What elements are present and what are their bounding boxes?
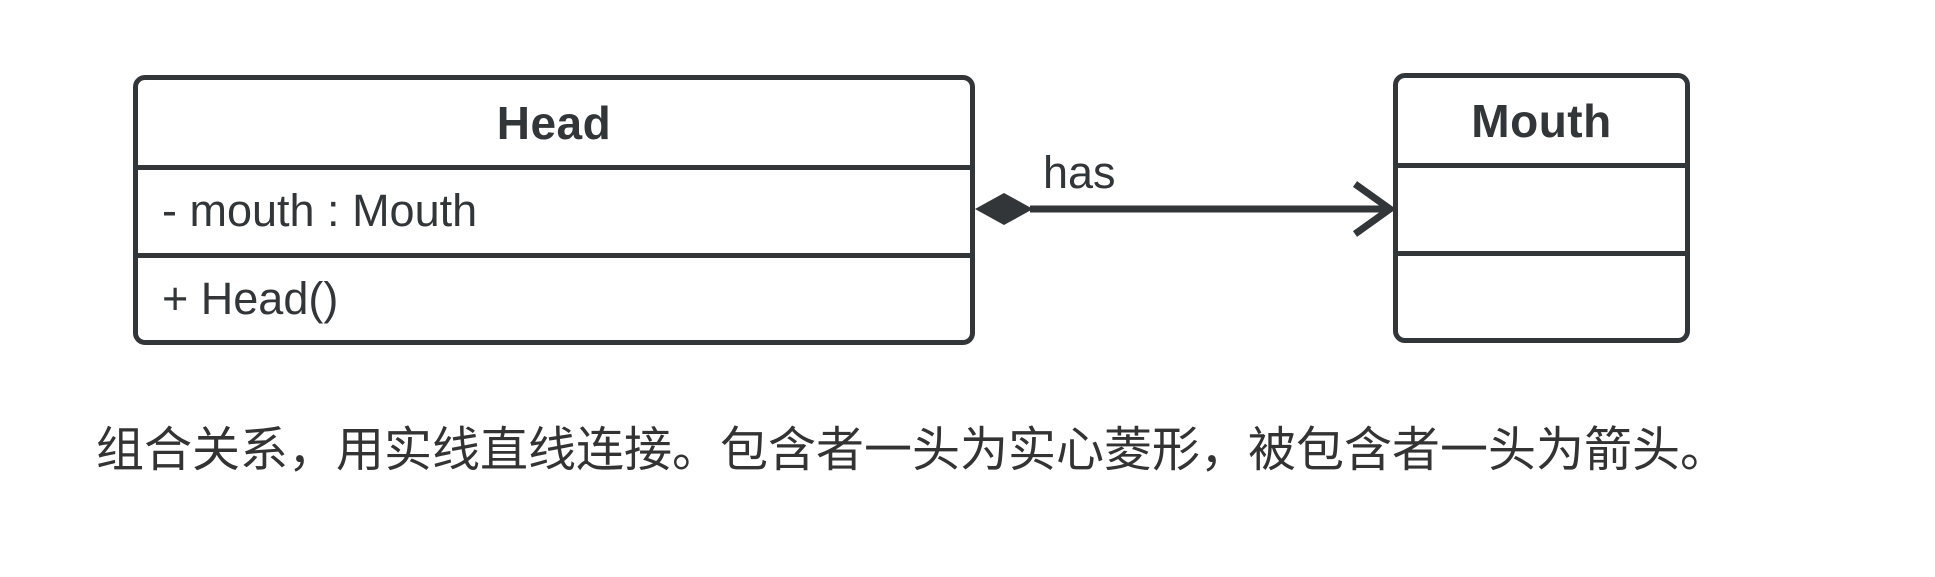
composition-connector: [975, 181, 1397, 237]
caption-text: 组合关系，用实线直线连接。包含者一头为实心菱形，被包含者一头为箭头。: [96, 424, 1729, 477]
class-method: + Head(): [162, 272, 339, 324]
class-attributes-compartment-head: - mouth : Mouth: [138, 165, 970, 253]
class-title-head: Head: [496, 96, 612, 149]
class-attribute: - mouth : Mouth: [162, 185, 478, 237]
class-attributes-compartment-mouth: [1398, 163, 1685, 251]
arrowhead-icon: [1352, 181, 1397, 237]
class-methods-compartment-head: + Head(): [138, 252, 970, 341]
relationship-label: has: [1043, 147, 1116, 198]
composition-diamond-icon: [975, 193, 1033, 225]
class-title-mouth: Mouth: [1471, 94, 1612, 147]
class-box-head: Head - mouth : Mouth + Head(): [133, 75, 975, 345]
class-box-mouth: Mouth: [1393, 73, 1690, 343]
class-methods-compartment-mouth: [1398, 250, 1685, 339]
